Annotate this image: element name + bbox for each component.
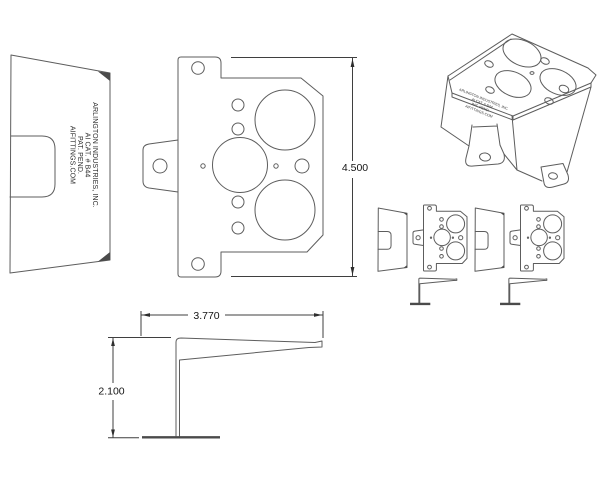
label-line-3: PAT. PEND. [76,136,83,174]
front-view [142,56,324,278]
dimension-side-depth: 3.770 [141,310,323,338]
small-label-plate-view-1 [377,207,408,272]
dimension-side-height: 2.100 [98,338,171,438]
iso-foot-hole [548,172,558,180]
iso-front-foot [466,145,505,166]
iso-large-knockout [499,33,546,72]
iso-top-plate [448,34,596,116]
iso-bend-line [450,39,511,80]
iso-face-bend [504,116,517,170]
dimension-front-height: 4.500 [231,58,368,277]
iso-sloped-face-edge [441,76,469,146]
label-line-4: AIFITTINGS.COM [69,126,76,184]
iso-large-knockout [536,63,580,100]
iso-foot-cutout [469,124,500,146]
iso-label-block: ARLINGTON INDUSTRIES, INC. AI CAT. # B44… [459,88,510,119]
dim-arrow [141,313,150,317]
dim-arrow [111,338,115,346]
iso-label-line-3: PAT. PEND. [471,102,490,113]
iso-right-foot [541,164,569,188]
dim-arrow [111,429,115,438]
label-line-2: AI CAT. # B44 [84,133,91,178]
iso-bottom-edge [517,170,542,181]
iso-small-hole [484,59,495,68]
dim-value-front-height: 4.500 [342,162,368,174]
dim-arrow [350,267,355,276]
iso-small-hole [485,85,496,94]
small-profile-view-1 [409,277,458,305]
label-line-1: ARLINGTON INDUSTRIES, INC. [91,102,98,208]
iso-medium-hole [558,84,570,94]
dim-arrow [314,313,323,317]
small-profile-view-2 [499,277,548,305]
profile-view [140,336,324,439]
iso-small-hole [540,56,551,65]
iso-small-hole [544,96,555,105]
iso-right-edge [567,87,591,172]
iso-large-knockout [491,65,535,102]
small-label-plate-view-2 [474,207,505,272]
plate-label-block: ARLINGTON INDUSTRIES, INC. AI CAT. # B44… [69,102,99,208]
small-front-view-1 [412,204,468,272]
iso-foot-hole [479,152,491,161]
small-front-view-2 [509,204,565,272]
dim-value-side-depth: 3.770 [193,310,219,322]
iso-pilot-hole [530,72,534,75]
dim-arrow [350,58,355,67]
isometric-view: ARLINGTON INDUSTRIES, INC. AI CAT. # B44… [441,33,596,187]
dim-value-side-height: 2.100 [98,386,124,398]
iso-plate-thickness [452,83,591,120]
